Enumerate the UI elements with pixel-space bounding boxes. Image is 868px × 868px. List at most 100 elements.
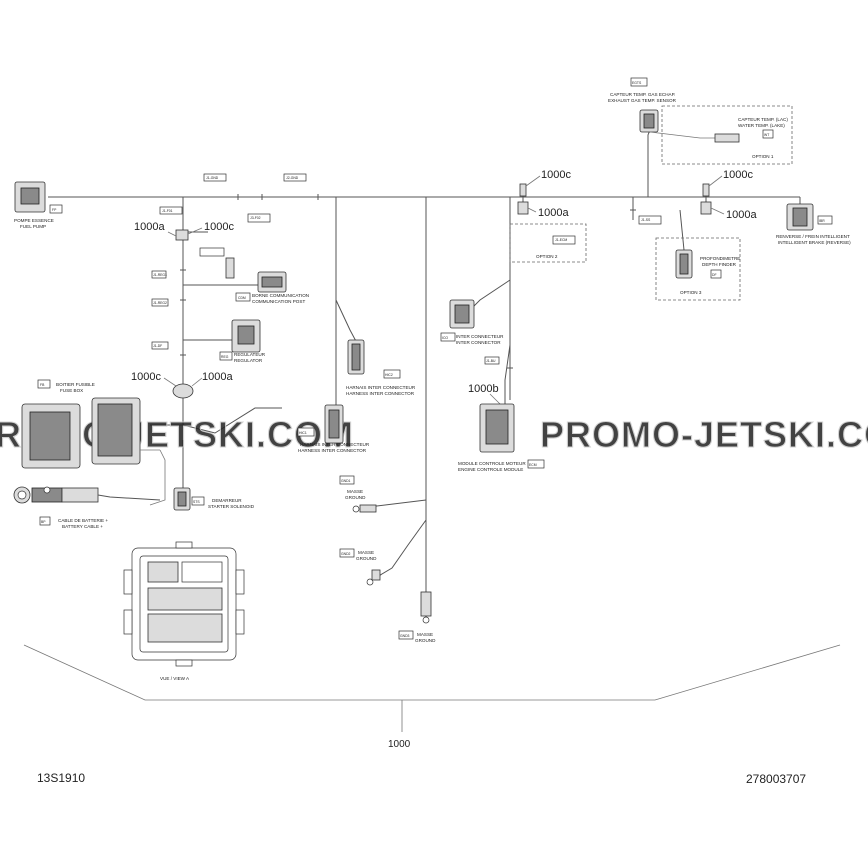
ecm-label-en: ENGINE CONTROLE MODULE <box>458 467 523 472</box>
ecm-code: ECM <box>529 463 537 467</box>
depth-finder-label-fr: PROFONDIMETRE <box>700 256 740 261</box>
connector-tags: J1-GND J2-GND J1-F01 J3-F02 J1-REG1 J1-R… <box>151 173 662 365</box>
inter-connector: ICO INTER CONNECTEUR INTER CONNECTOR <box>440 299 504 345</box>
harness-inter-1-label-fr: HARNAIS INTER CONNECTEUR <box>300 442 370 447</box>
harness-ties <box>180 194 636 369</box>
option-2-refs: 1000c 1000a OPTION 2 <box>509 169 587 263</box>
option-1-label: OPTION 1 <box>752 154 774 159</box>
comm-port-code: CDM <box>238 296 246 300</box>
inter-connector-code: ICO <box>442 336 448 340</box>
ground-3: GND3 MASSE GROUND <box>398 591 436 643</box>
fuse-box-view-a: VUE / VIEW A <box>123 541 245 681</box>
ground-1-label-en: GROUND <box>345 495 366 500</box>
water-temp-label-fr: CAPTEUR TEMP. (LAC) <box>738 117 788 122</box>
intelligent-brake-label-fr: RENVERSE / FREIN INTELLIGENT <box>776 234 850 239</box>
watermark-text: PROMO-JETSKI.CO <box>540 414 868 455</box>
harness-outline <box>23 644 841 732</box>
fuel-pump-label-fr: POMPE ESSENCE <box>14 218 54 223</box>
view-a-label: VUE / VIEW A <box>160 676 190 681</box>
intelligent-brake-label-en: INTELLIGENT BRAKE (REVERSE) <box>778 240 851 245</box>
harness-number: 1000 <box>388 739 411 750</box>
starter-solenoid-label-fr: DEMARREUR <box>212 498 242 503</box>
ground-1: GND1 MASSE GROUND <box>339 475 377 513</box>
battery-cable-label-en: BATTERY CABLE + <box>62 524 103 529</box>
connector-tag: J1-GND <box>206 176 219 180</box>
harness-inter-1-label-en: HARNESS INTER CONNECTOR <box>298 448 367 453</box>
left-branch-refs: 1000a 1000c <box>134 221 234 279</box>
connector-tag: J1-REG2 <box>153 301 167 305</box>
ref-1000b: 1000b <box>468 383 499 395</box>
ground-1-label-fr: MASSE <box>347 489 363 494</box>
fuel-pump-label-en: FUEL PUMP <box>20 224 46 229</box>
regulator-label-fr: REGULATEUR <box>234 352 266 357</box>
ecm-label-fr: MODULE CONTROLE MOTEUR <box>458 461 526 466</box>
starter-solenoid: STS DEMARREUR STARTER SOLENOID <box>173 487 255 511</box>
regulator-label-en: REGULATOR <box>234 358 263 363</box>
water-temp-code: WT <box>764 133 769 137</box>
harness-inter-2-code: HIC2 <box>385 373 393 377</box>
harness-inter-connector-1: HIC1 HARNAIS INTER CONNECTEUR HARNESS IN… <box>297 404 370 453</box>
ground-2-label-en: GROUND <box>356 556 377 561</box>
ground-1-code: GND1 <box>341 479 351 483</box>
battery-cable-code: BP <box>41 520 46 524</box>
exhaust-and-water-temp: EGTS CAPTEUR TEMP. GAS ECHAP. EXHAUST GA… <box>608 77 793 165</box>
connector-tag: J1-ECM <box>555 238 567 242</box>
depth-finder-code: DF <box>712 273 717 277</box>
fuel-pump: FP POMPE ESSENCE FUEL PUMP <box>14 181 63 229</box>
starter-solenoid-code: STS <box>193 500 200 504</box>
ground-2-label-fr: MASSE <box>358 550 374 555</box>
harness-inter-1-code: HIC1 <box>299 431 307 435</box>
harness-inter-connector-2: HIC2 HARNAIS INTER CONNECTEUR HARNESS IN… <box>346 339 416 396</box>
regulator-code: REG <box>221 355 229 359</box>
regulator: REG REGULATEUR REGULATOR <box>219 319 266 363</box>
starter-solenoid-label-en: STARTER SOLENOID <box>208 504 255 509</box>
ref-1000c: 1000c <box>204 221 234 233</box>
fuse-box-code: FB <box>40 383 45 387</box>
ref-1000c: 1000c <box>723 169 753 181</box>
exhaust-sensor-label-en: EXHAUST GAS TEMP. SENSOR <box>608 98 677 103</box>
exhaust-sensor-label-fr: CAPTEUR TEMP. GAS ECHAP. <box>610 92 675 97</box>
fuel-pump-code: FP <box>52 208 57 212</box>
fuse-box-label-en: FUSE BOX <box>60 388 83 393</box>
intelligent-brake-code: IBR <box>819 219 825 223</box>
battery-cable: BP CABLE DE BATTERIE + BATTERY CABLE + <box>13 486 161 529</box>
connector-tag: J1-BU <box>486 359 496 363</box>
ground-2-code: GND2 <box>341 552 351 556</box>
illustration-code: 13S1910 <box>37 771 85 785</box>
lower-left-refs: 1000c 1000a <box>131 371 233 399</box>
connector-tag: J1-SS <box>641 218 651 222</box>
ref-1000a: 1000a <box>134 221 165 233</box>
depth-finder: PROFONDIMETRE DEPTH FINDER DF OPTION 3 <box>655 237 741 301</box>
battery-cable-label-fr: CABLE DE BATTERIE + <box>58 518 108 523</box>
part-number: 278003707 <box>746 772 806 786</box>
connector-tag: J1-DF <box>153 344 162 348</box>
depth-finder-label-en: DEPTH FINDER <box>702 262 737 267</box>
option-3-label: OPTION 3 <box>680 290 702 295</box>
ref-1000a: 1000a <box>202 371 233 383</box>
fuse-box-label-fr: BOITIER FUSIBLE <box>56 382 95 387</box>
ref-1000a: 1000a <box>726 209 757 221</box>
communication-port: CDM BORNE COMMUNICATION COMMUNICATION PO… <box>235 271 309 304</box>
ground-3-label-en: GROUND <box>415 638 436 643</box>
ground-3-label-fr: MASSE <box>417 632 433 637</box>
inter-connector-label-fr: INTER CONNECTEUR <box>456 334 504 339</box>
fuse-box: FB BOITIER FUSIBLE FUSE BOX <box>21 379 166 506</box>
connector-tag: J1-F01 <box>162 209 173 213</box>
ref-1000c: 1000c <box>131 371 161 383</box>
inter-connector-label-en: INTER CONNECTOR <box>456 340 501 345</box>
exhaust-sensor-code: EGTS <box>632 81 642 85</box>
harness-inter-2-label-fr: HARNAIS INTER CONNECTEUR <box>346 385 416 390</box>
water-temp-label-en: WATER TEMP. (LAKE) <box>738 123 785 128</box>
ground-2: GND2 MASSE GROUND <box>339 548 381 586</box>
comm-port-label-fr: BORNE COMMUNICATION <box>252 293 309 298</box>
engine-control-module: 1000b MODULE CONTROLE MOTEUR ENGINE CONT… <box>458 383 545 472</box>
option-3-refs: 1000c 1000a <box>700 169 757 221</box>
connector-tag: J3-F02 <box>250 216 261 220</box>
ground-3-code: GND3 <box>400 634 410 638</box>
connector-tag: J2-GND <box>286 176 299 180</box>
comm-port-label-en: COMMUNICATION POST <box>252 299 305 304</box>
ref-1000a: 1000a <box>538 207 569 219</box>
connector-tag: J1-REG1 <box>153 273 167 277</box>
intelligent-brake: IBR RENVERSE / FREIN INTELLIGENT INTELLI… <box>776 203 851 245</box>
